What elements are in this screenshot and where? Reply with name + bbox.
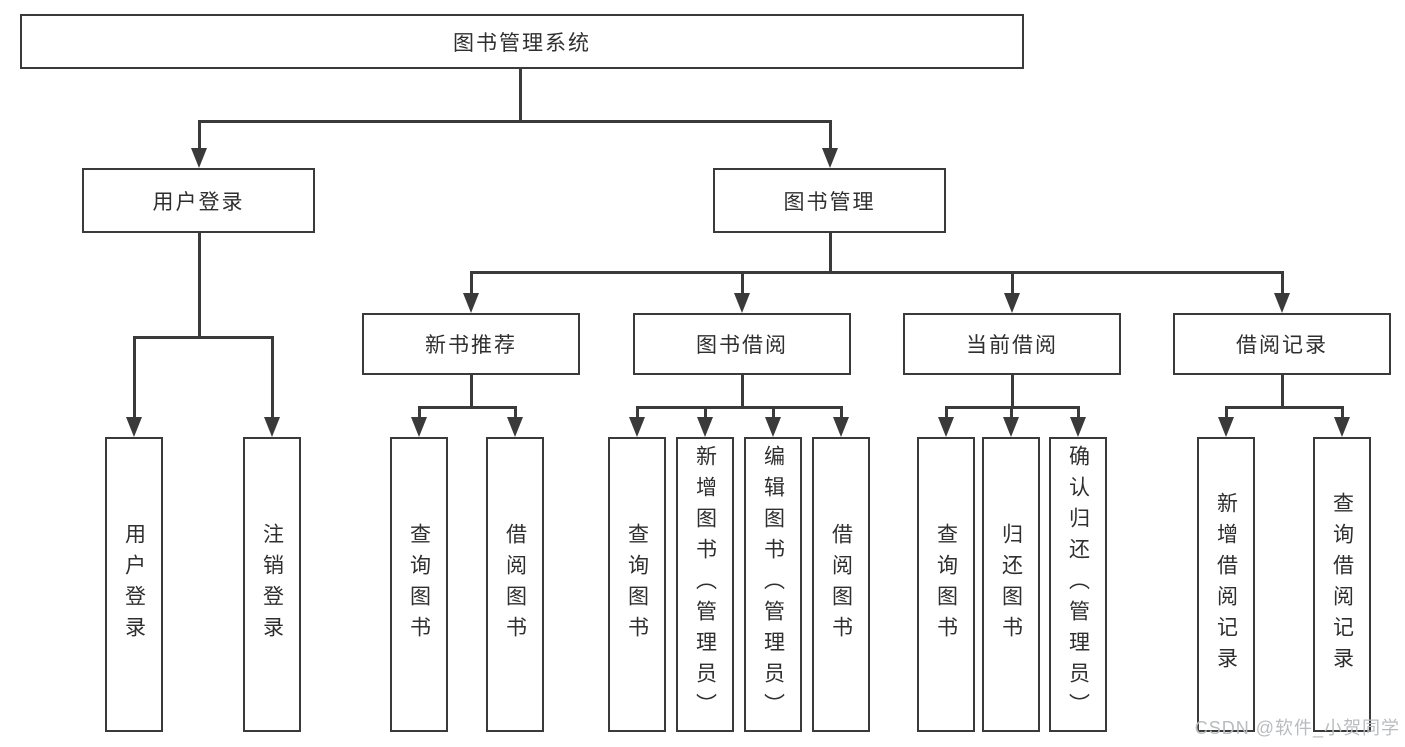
arrowhead-current-query: [938, 417, 954, 437]
node-root: 图书管理系统: [20, 14, 1024, 69]
arrowhead-leaf-logout: [264, 417, 280, 437]
connector-borrow-records-stem: [1280, 375, 1284, 409]
node-book-borrow: 图书借阅: [633, 313, 851, 375]
arrowhead-borrow-records: [1274, 293, 1290, 313]
arrowhead-newbook-borrow: [507, 417, 523, 437]
connector-level1-hline: [197, 120, 832, 123]
node-user-login: 用户登录: [82, 168, 315, 233]
connector-book-borrow-stem: [740, 375, 744, 409]
connector-drop-book-borrow: [740, 271, 744, 295]
connector-drop-current-confirm: [1076, 406, 1080, 419]
connector-drop-current-query: [944, 406, 948, 419]
leaf-current-return: 归还图书: [982, 437, 1040, 732]
arrowhead-user-login: [191, 148, 207, 168]
connector-drop-current-return: [1009, 406, 1013, 419]
leaf-records-query: 查询借阅记录: [1313, 437, 1371, 732]
leaf-current-confirm: 确认归还（管理员）: [1049, 437, 1107, 732]
leaf-current-query: 查询图书: [917, 437, 975, 732]
leaf-borrow-add: 新增图书（管理员）: [676, 437, 734, 732]
connector-drop-borrow-query: [635, 406, 639, 419]
leaf-borrow-query: 查询图书: [608, 437, 666, 732]
connector-root-stem: [518, 69, 522, 123]
arrowhead-borrow-add: [697, 417, 713, 437]
connector-drop-borrow-records: [1280, 271, 1284, 295]
arrowhead-records-query: [1334, 417, 1350, 437]
connector-book-borrow-hline: [635, 406, 843, 409]
connector-drop-book-management: [828, 120, 832, 150]
connector-user-login-stem: [197, 233, 201, 339]
leaf-borrow-borrow: 借阅图书: [812, 437, 870, 732]
arrowhead-borrow-edit: [765, 417, 781, 437]
node-book-management: 图书管理: [713, 168, 946, 233]
connector-drop-new-book-recommend: [469, 271, 473, 295]
node-current-borrow: 当前借阅: [903, 313, 1121, 375]
arrowhead-records-add: [1218, 417, 1234, 437]
node-borrow-records: 借阅记录: [1173, 313, 1391, 375]
connector-borrow-records-hline: [1224, 406, 1344, 409]
leaf-newbook-borrow: 借阅图书: [486, 437, 544, 732]
arrowhead-book-borrow: [734, 293, 750, 313]
connector-drop-records-query: [1340, 406, 1344, 419]
connector-drop-user-login: [197, 120, 201, 150]
arrowhead-new-book-recommend: [463, 293, 479, 313]
connector-user-login-hline: [132, 336, 274, 339]
arrowhead-leaf-user-login: [126, 417, 142, 437]
connector-drop-newbook-query: [417, 406, 421, 419]
connector-new-book-recommend-hline: [417, 406, 517, 409]
node-new-book-recommend: 新书推荐: [362, 313, 580, 375]
arrowhead-current-borrow: [1004, 293, 1020, 313]
watermark: CSDN @软件_小贺同学: [1194, 718, 1400, 738]
leaf-logout: 注销登录: [243, 437, 301, 732]
connector-drop-borrow-borrow: [839, 406, 843, 419]
connector-level3-hline: [469, 271, 1284, 274]
connector-drop-newbook-borrow: [513, 406, 517, 419]
connector-current-borrow-stem: [1010, 375, 1014, 409]
connector-drop-leaf-logout: [270, 336, 274, 419]
arrowhead-newbook-query: [411, 417, 427, 437]
leaf-records-add: 新增借阅记录: [1197, 437, 1255, 732]
leaf-newbook-query: 查询图书: [390, 437, 448, 732]
leaf-user-login: 用户登录: [105, 437, 163, 732]
connector-book-management-stem: [828, 233, 832, 274]
arrowhead-borrow-borrow: [833, 417, 849, 437]
connector-drop-records-add: [1224, 406, 1228, 419]
connector-drop-borrow-edit: [771, 406, 775, 419]
connector-drop-borrow-add: [703, 406, 707, 419]
leaf-borrow-edit: 编辑图书（管理员）: [744, 437, 802, 732]
arrowhead-current-return: [1003, 417, 1019, 437]
connector-drop-current-borrow: [1010, 271, 1014, 295]
arrowhead-book-management: [822, 148, 838, 168]
connector-new-book-recommend-stem: [469, 375, 473, 409]
arrowhead-borrow-query: [629, 417, 645, 437]
connector-drop-leaf-user-login: [132, 336, 136, 419]
arrowhead-current-confirm: [1070, 417, 1086, 437]
